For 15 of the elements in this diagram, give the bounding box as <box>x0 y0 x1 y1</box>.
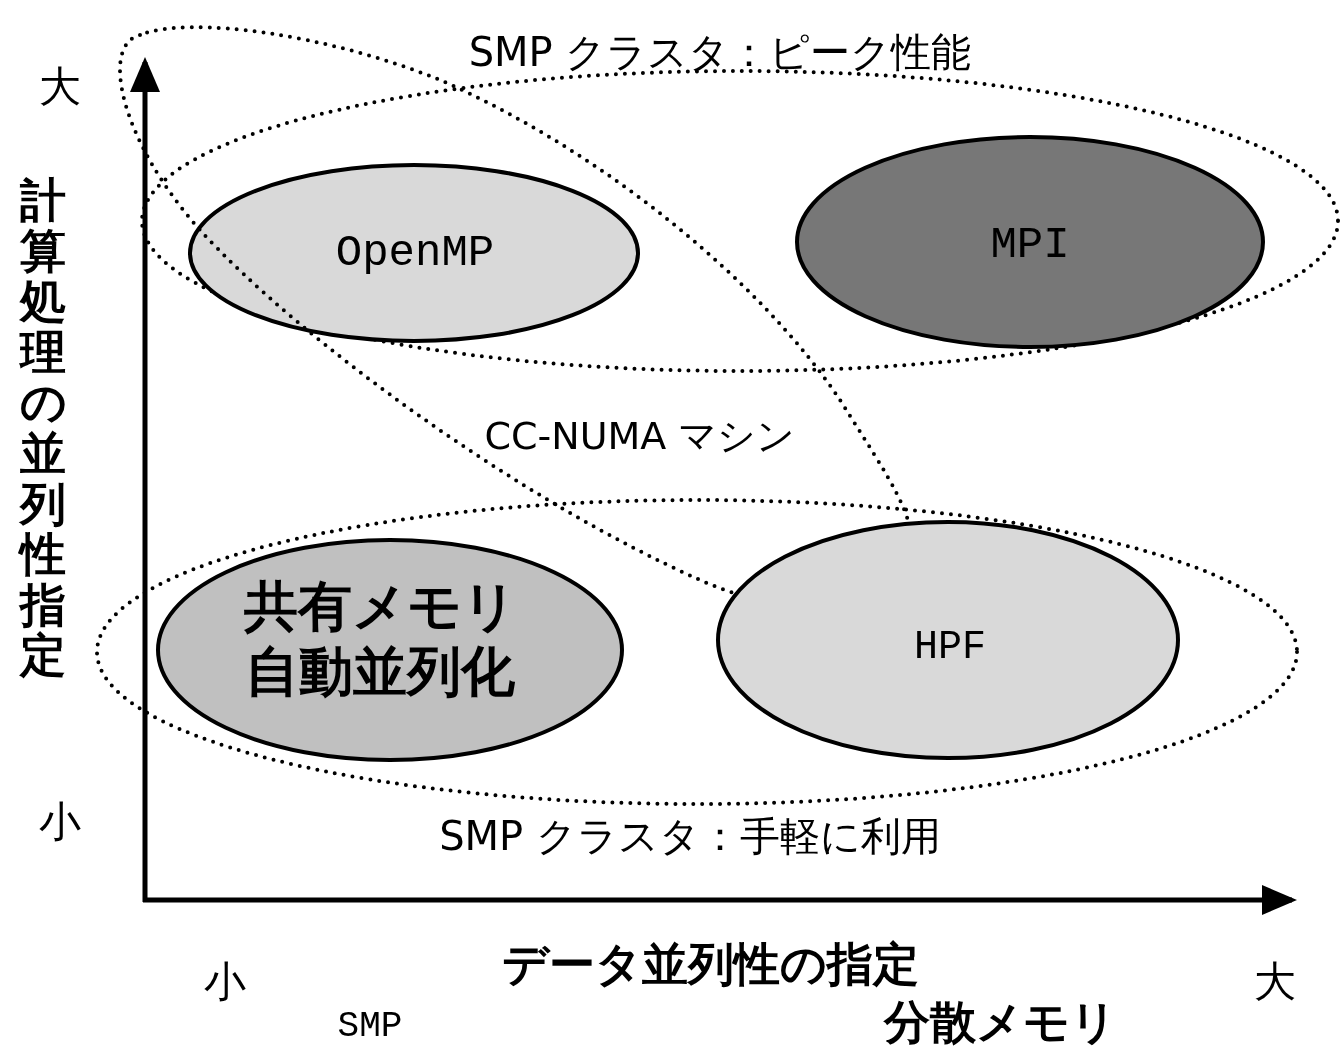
axis-label: 大 <box>38 61 82 113</box>
ellipse-label: 共有メモリ自動並列化 <box>242 575 518 705</box>
region-label: CC-NUMA マシン <box>483 413 797 460</box>
axis-label: 小 <box>38 796 82 848</box>
axis-label: 大 <box>1253 956 1297 1008</box>
axis-label: 計算処理の並列性指定 <box>20 175 66 681</box>
ellipse-label: MPI <box>989 219 1071 272</box>
region-label: SMP クラスタ：ピーク性能 <box>467 28 973 77</box>
axis-label: データ並列性の指定 <box>500 936 920 993</box>
axis-label: SMP <box>336 1005 404 1046</box>
axis-label: 分散メモリ <box>882 994 1118 1046</box>
ellipse-label: OpenMP <box>334 227 496 280</box>
region-label: SMP クラスタ：手軽に利用 <box>438 812 942 861</box>
ellipse-label: HPF <box>913 624 987 672</box>
axis-label: 小 <box>203 956 247 1008</box>
